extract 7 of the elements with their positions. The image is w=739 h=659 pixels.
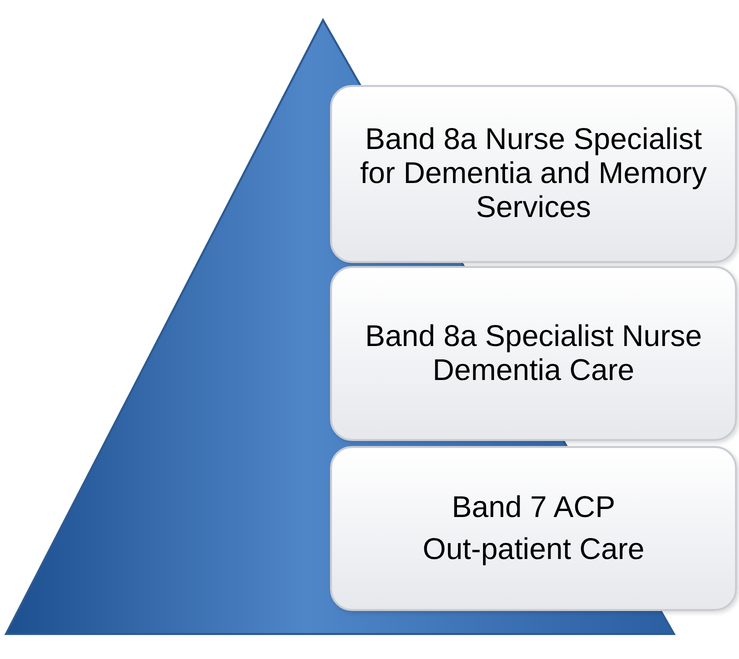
role-label: Out-patient Care	[422, 532, 644, 566]
role-label: Band 8a Specialist Nurse Dementia Care	[364, 320, 703, 388]
role-box	[330, 446, 737, 611]
role-label: Band 7 ACP	[452, 490, 616, 524]
role-label: Band 8a Nurse Specialist for Dementia and Memory Services	[359, 123, 708, 225]
role-box	[330, 266, 737, 441]
role-box	[330, 85, 737, 263]
